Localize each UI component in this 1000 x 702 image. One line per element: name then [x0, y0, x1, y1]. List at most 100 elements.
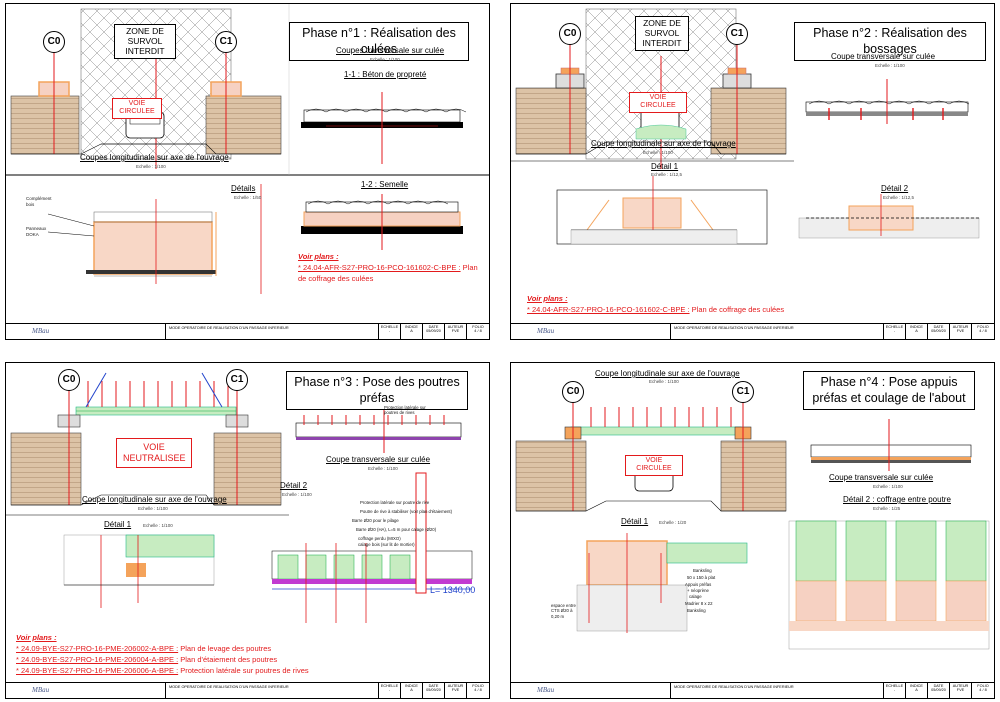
detail-2-scale: Echelle : 1/12,5	[883, 195, 915, 200]
phase-3-drawing	[6, 372, 473, 623]
plan-ref-code: * 24.09-BYE-S27-PRO-16-PME-206006-A-BPE …	[16, 665, 179, 675]
phase-title: Phase n°2 : Réalisation des bossages	[794, 22, 986, 62]
plans-reference-block: Voir plans : * 24.09-BYE-S27-PRO-16-PME-…	[16, 633, 316, 677]
phase-title: Phase n°4 : Pose appuis préfas et coulag…	[803, 371, 975, 411]
detail-1-title: Détail 1	[651, 162, 679, 171]
cross-section-scale: Echelle : 1/100	[370, 57, 400, 62]
company-logo: MBau	[6, 683, 166, 698]
lateral-protection-note: Protection latérale sur poutres de rives	[384, 405, 426, 416]
plan-ref-item: * 24.09-BYE-S27-PRO-16-PME-206004-A-BPE …	[16, 655, 316, 666]
company-logo: MBau	[511, 324, 671, 339]
cross-section-title: Coupes transversale sur culée	[336, 46, 445, 55]
long-section-caption: Coupes longitudinale sur axe de l'ouvrag…	[80, 153, 229, 162]
detail-2-title: Détail 2	[881, 184, 909, 193]
axis-c1-label: C1	[732, 381, 754, 403]
plan-ref-desc: Plan de levage des poutres	[180, 643, 272, 653]
detail-1-scale: Echelle : 1/20	[659, 520, 687, 525]
plan-ref-code: * 24.04-AFR-S27-PRO-16-PCO-161602-C-BPE …	[298, 262, 461, 272]
title-block-description: MODE OPERATOIRE DE REALISATION D'UN PASS…	[166, 683, 379, 698]
no-fly-zone-label: ZONE DE SURVOL INTERDIT	[114, 24, 176, 60]
section-1-1-label: 1-1 : Béton de propreté	[344, 70, 427, 79]
detail-2-title: Détail 2 : coffrage entre poutre	[843, 495, 951, 504]
axis-c1-label: C1	[226, 369, 248, 391]
title-block-description: MODE OPERATOIRE DE REALISATION D'UN PASS…	[671, 324, 884, 339]
annotation: Barre Ø20 pour le pilage	[352, 518, 399, 523]
long-section-scale: Echelle : 1/100	[138, 506, 168, 511]
company-logo: MBau	[6, 324, 166, 339]
annotation: coffrage perdu (MIXO)	[358, 536, 401, 541]
axis-c1-label: C1	[726, 23, 748, 45]
title-block: MBau MODE OPERATOIRE DE REALISATION D'UN…	[6, 682, 489, 698]
no-fly-zone-label: ZONE DE SURVOL INTERDIT	[635, 16, 689, 52]
annotation: calage	[689, 594, 702, 599]
cross-section-title: Coupe transversale sur culée	[831, 52, 936, 61]
cross-section-scale: Echelle : 1/100	[368, 466, 398, 471]
traffic-lane-label: VOIE NEUTRALISEE	[116, 438, 192, 468]
detail-2-title: Détail 2	[280, 481, 308, 490]
plans-heading: Voir plans :	[16, 633, 57, 642]
long-section-scale: Echelle : 1/100	[136, 164, 166, 169]
long-section-caption: Coupe longitudinale sur axe de l'ouvrage	[82, 495, 227, 504]
annotation: Banksling	[693, 568, 712, 573]
axis-c1-label: C1	[215, 31, 237, 53]
long-section-caption: Coupe longitudinale sur axe de l'ouvrage	[595, 369, 740, 378]
detail-1-scale: Echelle : 1/100	[143, 523, 173, 528]
axis-c0-label: C0	[43, 31, 65, 53]
plan-ref-item: * 24.09-BYE-S27-PRO-16-PME-206006-A-BPE …	[16, 666, 316, 677]
axis-c0-label: C0	[559, 23, 581, 45]
detail-2-scale: Echelle : 1/100	[282, 492, 312, 497]
sheet-phase-1: C0 C1 ZONE DE SURVOL INTERDIT VOIE CIRCU…	[5, 3, 490, 340]
plans-heading: Voir plans :	[298, 252, 339, 261]
plan-ref-desc: Plan de coffrage des culées	[298, 262, 478, 283]
company-logo: MBau	[511, 683, 671, 698]
long-section-scale: Echelle : 1/100	[649, 379, 679, 384]
cross-section-scale: Echelle : 1/100	[875, 63, 905, 68]
plans-heading: Voir plans :	[527, 294, 568, 303]
axis-c0-label: C0	[58, 369, 80, 391]
plan-ref-item: * 24.09-BYE-S27-PRO-16-PME-206002-A-BPE …	[16, 644, 316, 655]
details-scale: Echelle : 1/50	[234, 195, 262, 200]
traffic-lane-label: VOIE CIRCULEE	[112, 98, 162, 119]
sheet-phase-4: C0 C1 VOIE CIRCULEE Coupe longitudinale …	[510, 362, 995, 699]
cross-section-title: Coupe transversale sur culée	[829, 473, 934, 482]
traffic-lane-label: VOIE CIRCULEE	[625, 455, 683, 476]
annotation: Protection latérale sur poutre de rive	[360, 500, 430, 505]
plan-ref-code: * 24.09-BYE-S27-PRO-16-PME-206002-A-BPE …	[16, 643, 179, 653]
long-section-caption: Coupe longitudinale sur axe de l'ouvrage	[591, 139, 736, 148]
traffic-lane-label: VOIE CIRCULEE	[629, 92, 687, 113]
plan-ref-desc: Plan d'étaiement des poutres	[180, 654, 278, 664]
axis-c0-label: C0	[562, 381, 584, 403]
detail-note-doka: Panneaux DOKA	[26, 226, 47, 237]
detail-2-scale: Echelle : 1/25	[873, 506, 901, 511]
section-1-2-label: 1-2 : Semelle	[361, 180, 409, 189]
annotation: Barre Ø20 (HA), L=5 m pour calage (Ø20)	[356, 527, 437, 532]
detail-1-scale: Echelle : 1/12,5	[651, 172, 683, 177]
cross-section-scale: Echelle : 1/100	[873, 484, 903, 489]
long-section-scale: Echelle : 1/100	[643, 150, 673, 155]
detail-1-title: Détail 1	[104, 520, 132, 529]
title-block-description: MODE OPERATOIRE DE REALISATION D'UN PASS…	[166, 324, 379, 339]
dimension-label: L= 1340,00	[430, 585, 476, 595]
title-block: MBau MODE OPERATOIRE DE REALISATION D'UN…	[6, 323, 489, 339]
annotation: Banksling	[687, 608, 706, 613]
phase-title: Phase n°1 : Réalisation des culées	[289, 22, 469, 62]
detail-note-wood: Complément bois	[26, 196, 52, 207]
annotation: + néoprène	[687, 588, 709, 593]
plan-ref-desc: Plan de coffrage des culées	[691, 304, 785, 314]
annotation: Appuis préfas	[685, 582, 712, 587]
title-block: MBau MODE OPERATOIRE DE REALISATION D'UN…	[511, 682, 994, 698]
details-title: Détails	[231, 184, 256, 193]
annotation: Poutre de rive à stabiliser (voir plan d…	[360, 509, 453, 514]
plan-ref-item: * 24.04-AFR-S27-PRO-16-PCO-161602-C-BPE …	[298, 263, 478, 285]
sheet-phase-3: C0 C1 VOIE NEUTRALISEE Coupe longitudina…	[5, 362, 490, 699]
phase-4-drawing	[515, 393, 990, 650]
detail-1-title: Détail 1	[621, 517, 649, 526]
phase-title: Phase n°3 : Pose des poutres préfas	[286, 371, 468, 411]
cross-section-title: Coupe transversale sur culée	[326, 455, 431, 464]
title-block: MBau MODE OPERATOIRE DE REALISATION D'UN…	[511, 323, 994, 339]
plans-reference-block: Voir plans : * 24.04-AFR-S27-PRO-16-PCO-…	[527, 294, 827, 316]
sheet-phase-2: C0 C1 ZONE DE SURVOL INTERDIT VOIE CIRCU…	[510, 3, 995, 340]
annotation: Madrier 8 x 22	[685, 601, 713, 606]
plan-ref-code: * 24.04-AFR-S27-PRO-16-PCO-161602-C-BPE …	[527, 304, 690, 314]
annotation: 50 x 150 à plat	[687, 575, 716, 580]
